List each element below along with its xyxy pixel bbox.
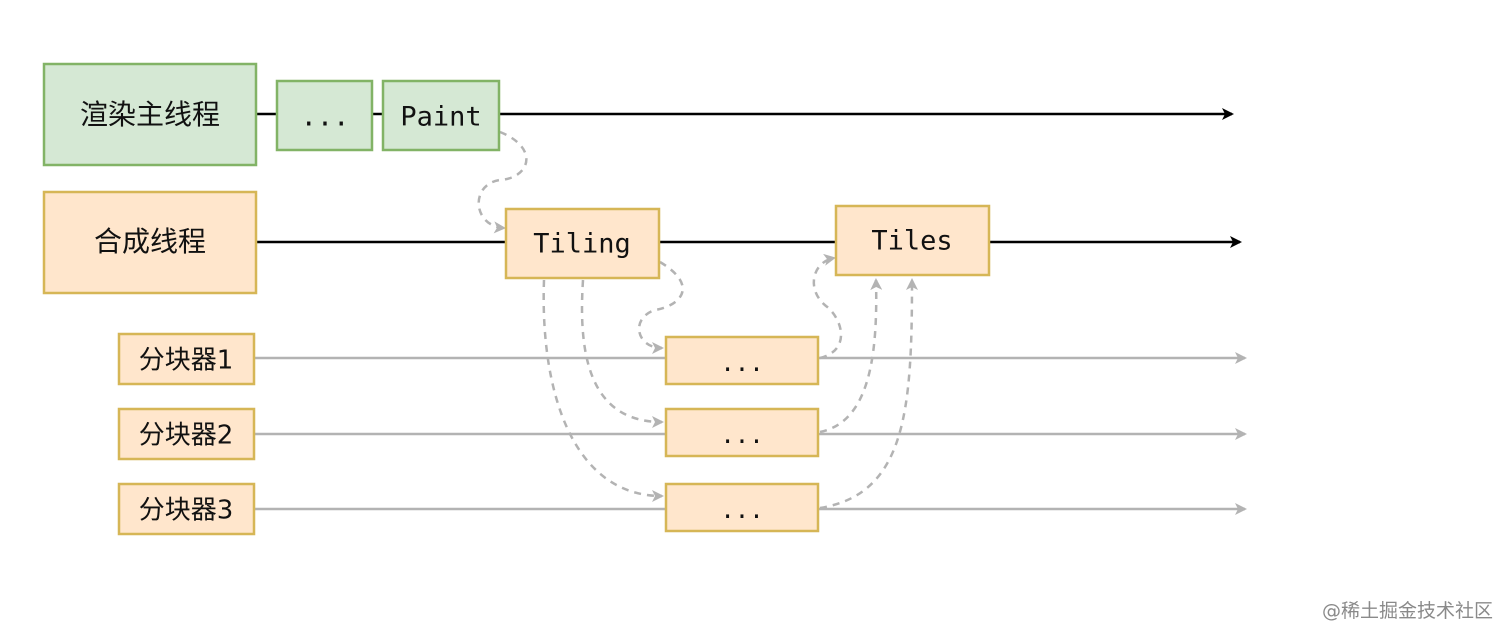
raster-2-task-label: ... bbox=[720, 421, 763, 449]
tiles-box: Tiles bbox=[834, 204, 991, 277]
paint-to-tiling-arrow bbox=[477, 130, 528, 234]
main-thread-label: 渲染主线程 bbox=[80, 98, 220, 131]
raster-1-label: 分块器1 bbox=[139, 346, 234, 376]
raster-3-task-label: ... bbox=[720, 496, 763, 524]
raster-3-label: 分块器3 bbox=[139, 496, 234, 526]
compositor-label: 合成线程 bbox=[94, 225, 206, 258]
raster-1-task-box: ... bbox=[664, 335, 820, 386]
tiles-label: Tiles bbox=[871, 226, 952, 257]
raster-3-to-tiles-arrow bbox=[819, 278, 918, 510]
main-thread-step-ellipsis: ... bbox=[275, 79, 374, 152]
tiling-to-raster-1-arrow bbox=[637, 260, 684, 354]
raster-2-task-box: ... bbox=[664, 407, 820, 458]
watermark: @稀土掘金技术社区 bbox=[1322, 600, 1493, 622]
raster-2-label: 分块器2 bbox=[139, 421, 234, 451]
raster-2-label-box: 分块器2 bbox=[117, 407, 256, 461]
raster-2-to-tiles-arrow bbox=[819, 278, 883, 434]
compositor-label-box: 合成线程 bbox=[42, 190, 258, 295]
paint-box: Paint bbox=[381, 79, 501, 152]
raster-3-label-box: 分块器3 bbox=[117, 482, 256, 536]
raster-1-to-tiles-arrow bbox=[812, 253, 843, 360]
tiling-to-raster-3-arrow bbox=[542, 279, 664, 502]
raster-1-task-label: ... bbox=[720, 349, 763, 377]
tiling-to-raster-2-arrow bbox=[580, 279, 664, 428]
raster-1-label-box: 分块器1 bbox=[117, 332, 256, 386]
main-thread-step-ellipsis-label: ... bbox=[301, 102, 350, 133]
tiling-box: Tiling bbox=[504, 207, 661, 280]
tiling-label: Tiling bbox=[533, 229, 631, 260]
paint-label: Paint bbox=[400, 102, 481, 133]
main-thread-label-box: 渲染主线程 bbox=[42, 62, 258, 167]
raster-3-task-box: ... bbox=[664, 482, 820, 533]
